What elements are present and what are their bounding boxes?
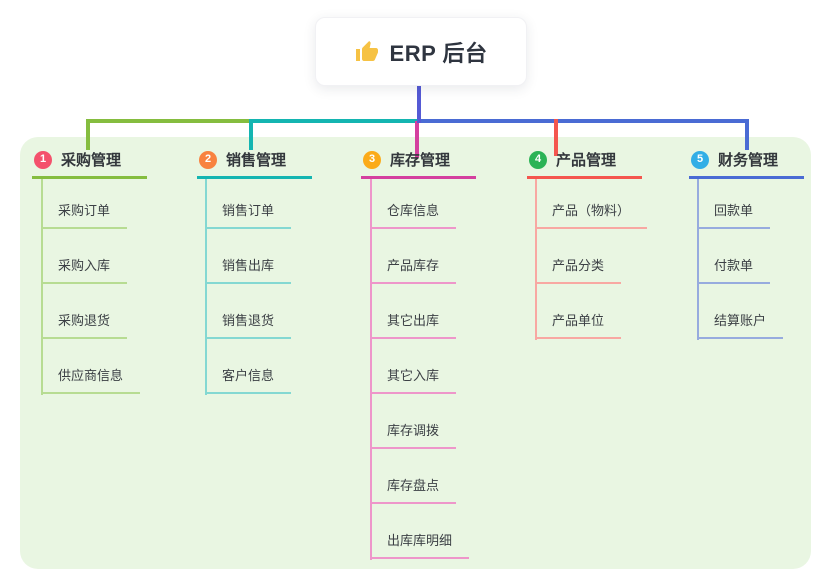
branch-label: 库存管理: [390, 152, 451, 169]
branch-header-product[interactable]: 4 产品管理: [527, 149, 642, 179]
child-node[interactable]: 供应商信息: [41, 367, 141, 394]
branch-label: 产品管理: [556, 152, 617, 169]
connector-trunk-segment: [419, 119, 749, 123]
branch-child-rail: [41, 179, 43, 395]
branch-label: 采购管理: [61, 152, 122, 169]
child-node[interactable]: 采购订单: [41, 202, 128, 229]
child-node[interactable]: 产品单位: [535, 312, 622, 339]
connector-branch-drop: [249, 119, 253, 150]
child-node[interactable]: 其它出库: [370, 312, 457, 339]
child-node[interactable]: 库存盘点: [370, 477, 457, 504]
thumbs-up-icon: [355, 40, 378, 61]
branch-badge: 1: [34, 150, 52, 169]
branch-child-rail: [535, 179, 537, 340]
branch-badge: 2: [199, 150, 217, 169]
child-node[interactable]: 产品（物料）: [535, 202, 648, 229]
child-node[interactable]: 产品库存: [370, 257, 457, 284]
child-node[interactable]: 回款单: [697, 202, 771, 229]
connector-branch-drop: [554, 119, 558, 156]
child-node[interactable]: 采购入库: [41, 257, 128, 284]
branch-label: 财务管理: [718, 152, 779, 169]
child-node[interactable]: 库存调拨: [370, 422, 457, 449]
branch-header-sales[interactable]: 2 销售管理: [197, 149, 312, 179]
connector-root-line: [417, 84, 421, 123]
child-node[interactable]: 付款单: [697, 257, 771, 284]
connector-branch-drop: [86, 119, 90, 150]
branch-child-rail: [205, 179, 207, 395]
child-node[interactable]: 采购退货: [41, 312, 128, 339]
child-node[interactable]: 客户信息: [205, 367, 292, 394]
connector-branch-drop: [745, 119, 749, 150]
root-node[interactable]: ERP 后台: [315, 17, 527, 86]
branch-header-inventory[interactable]: 3 库存管理: [361, 149, 476, 179]
child-node[interactable]: 销售退货: [205, 312, 292, 339]
branch-badge: 5: [691, 150, 709, 169]
branch-header-finance[interactable]: 5 财务管理: [689, 149, 804, 179]
branch-label: 销售管理: [226, 152, 287, 169]
branch-badge: 4: [529, 150, 547, 169]
child-node[interactable]: 结算账户: [697, 312, 784, 339]
child-node[interactable]: 产品分类: [535, 257, 622, 284]
root-title: ERP 后台: [389, 40, 488, 66]
branches-panel: [20, 137, 811, 569]
branch-child-rail: [370, 179, 372, 560]
connector-branch-drop: [415, 121, 419, 158]
child-node[interactable]: 销售订单: [205, 202, 292, 229]
branch-badge: 3: [363, 150, 381, 169]
child-node[interactable]: 销售出库: [205, 257, 292, 284]
child-node[interactable]: 出库库明细: [370, 532, 470, 559]
branch-header-purchase[interactable]: 1 采购管理: [32, 149, 147, 179]
child-node[interactable]: 其它入库: [370, 367, 457, 394]
child-node[interactable]: 仓库信息: [370, 202, 457, 229]
connector-trunk-segment: [86, 119, 251, 123]
branch-child-rail: [697, 179, 699, 340]
connector-trunk-segment: [249, 119, 419, 123]
